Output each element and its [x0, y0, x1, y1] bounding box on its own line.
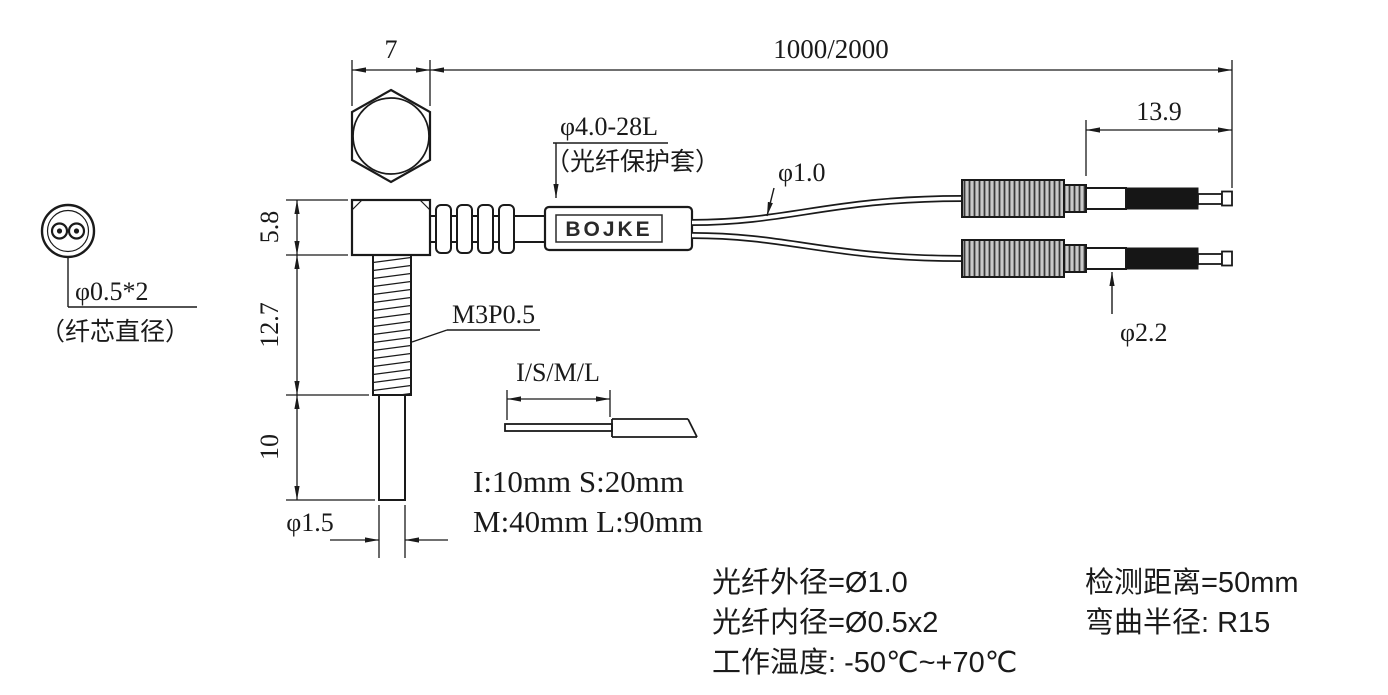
brand-logo: BOJKE [565, 218, 652, 241]
spec-detection-distance: 检测距离=50mm [1085, 566, 1299, 599]
dimension-cable-length [430, 60, 1233, 188]
fiber-diameter-leader [766, 187, 775, 217]
connector-lower [961, 239, 1233, 278]
head-height-label: 5.8 [255, 211, 284, 244]
brand-logo-box [555, 214, 663, 243]
sleeve-note-label: （光纤保护套） [545, 148, 720, 176]
core-diameter-label: φ0.5*2 [75, 277, 149, 306]
length-option-line1: I:10mm S:20mm [473, 464, 684, 499]
spec-fiber-outer: 光纤外径=Ø1.0 [712, 566, 908, 599]
sleeve-spec-label: φ4.0-28L [560, 112, 658, 141]
thread-length-label: 12.7 [255, 302, 284, 348]
dimension-connector-tip [1085, 120, 1232, 176]
connector-upper [961, 179, 1233, 218]
cable-length-label: 1000/2000 [773, 34, 889, 64]
connector-tip-length-label: 13.9 [1136, 97, 1182, 126]
tip-length-label: 10 [255, 434, 284, 460]
connector-diameter-label: φ2.2 [1120, 318, 1168, 347]
tip-options-sketch [504, 418, 698, 438]
fiber-cross-section-view [40, 203, 197, 308]
dimension-left-stack [286, 199, 375, 501]
dimension-tip-diameter [330, 505, 448, 558]
spec-temperature: 工作温度: -50℃~+70℃ [712, 646, 1017, 679]
length-option-line2: M:40mm L:90mm [473, 504, 703, 539]
fiber-cables [691, 195, 963, 262]
core-diameter-note: （纤芯直径） [40, 318, 190, 346]
tip-options-dimension [506, 390, 611, 420]
threaded-shaft [372, 254, 412, 501]
thread-spec-leader [411, 329, 540, 343]
tip-diameter-label: φ1.5 [286, 508, 334, 537]
hex-width-label: 7 [385, 35, 398, 64]
sleeve-spec-leader [553, 142, 668, 198]
fiber-diameter-label: φ1.0 [778, 158, 826, 187]
tip-options-label: I/S/M/L [516, 358, 600, 387]
thread-spec-label: M3P0.5 [452, 300, 535, 329]
flexible-ribbed-section [430, 204, 545, 254]
sensor-head-side-view [350, 198, 432, 257]
protective-sleeve: BOJKE [543, 205, 694, 252]
hex-head-top-view [350, 88, 432, 184]
spec-bend-radius: 弯曲半径: R15 [1085, 606, 1270, 639]
spec-fiber-inner: 光纤内径=Ø0.5x2 [712, 606, 938, 639]
specification-block: 光纤外径=Ø1.0 光纤内径=Ø0.5x2 工作温度: -50℃~+70℃ 检测… [712, 566, 1299, 679]
